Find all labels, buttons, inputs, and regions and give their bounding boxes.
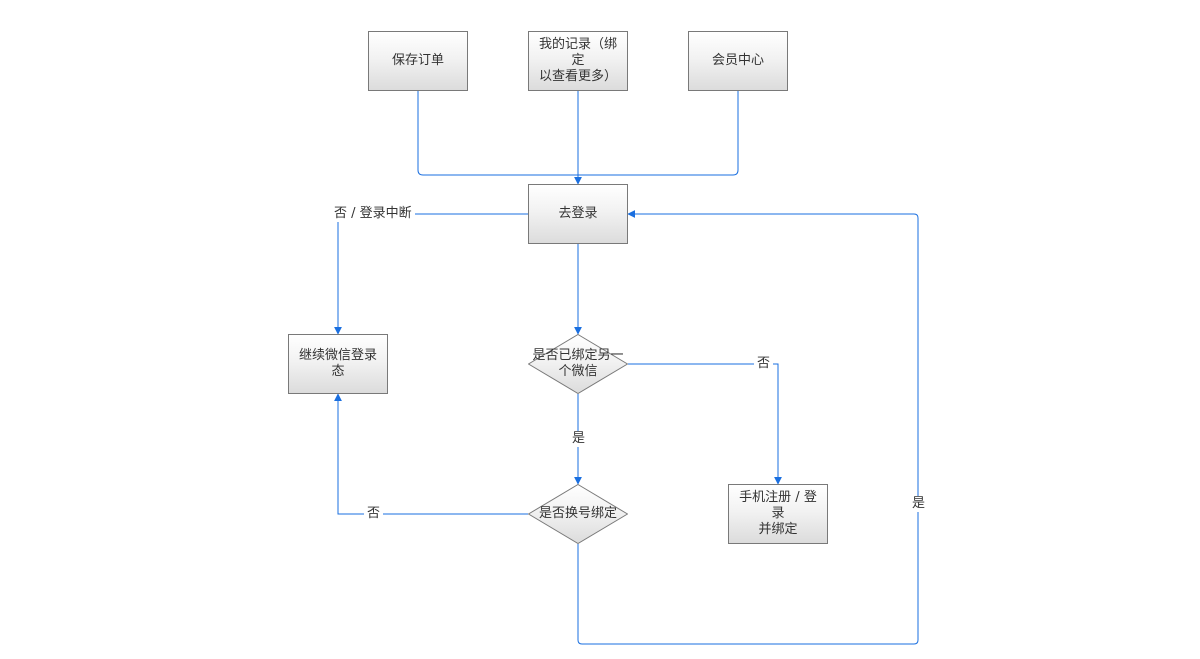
- edge-label-yes-down: 是: [569, 431, 589, 447]
- edge-bound-check-to-phone-register: [628, 363, 782, 485]
- decision-change-number-bind: 是否换号绑定: [528, 484, 628, 544]
- edge-label-yes-loop: 是: [909, 496, 929, 512]
- node-member-center: 会员中心: [688, 31, 788, 91]
- node-save-order-label: 保存订单: [391, 53, 444, 68]
- node-my-records-label: 我的记录（绑定 以查看更多）: [538, 37, 617, 84]
- node-phone-register-login-label: 手机注册 / 登录 并绑定: [739, 490, 817, 537]
- decision-change-number-bind-label: 是否换号绑定: [538, 506, 617, 521]
- node-go-login: 去登录: [528, 184, 628, 244]
- node-phone-register-login: 手机注册 / 登录 并绑定: [728, 484, 828, 544]
- edge-member-center-to-merge: [578, 91, 739, 176]
- edge-go-login-to-continue-wechat: [334, 213, 528, 335]
- node-continue-wechat-login-label: 继续微信登录态: [298, 348, 377, 379]
- node-continue-wechat-login: 继续微信登录态: [288, 334, 388, 394]
- node-save-order: 保存订单: [368, 31, 468, 91]
- node-my-records: 我的记录（绑定 以查看更多）: [528, 31, 628, 91]
- edge-change-number-to-continue-wechat: [334, 393, 528, 515]
- decision-diamond-shape: [528, 334, 628, 394]
- decision-bound-other-wechat: 是否已绑定另一 个微信: [528, 334, 628, 394]
- edge-save-order-to-merge: [417, 91, 578, 176]
- decision-bound-other-wechat-label: 是否已绑定另一 个微信: [532, 348, 624, 379]
- edge-label-no-left: 否: [364, 506, 384, 522]
- edge-label-no-login-interrupted: 否 / 登录中断: [331, 206, 415, 222]
- node-member-center-label: 会员中心: [711, 53, 764, 68]
- node-go-login-label: 去登录: [558, 206, 598, 221]
- edge-label-no-right: 否: [754, 356, 774, 372]
- edge-change-number-to-go-login: [577, 210, 919, 645]
- decision-diamond-shape: [528, 484, 628, 544]
